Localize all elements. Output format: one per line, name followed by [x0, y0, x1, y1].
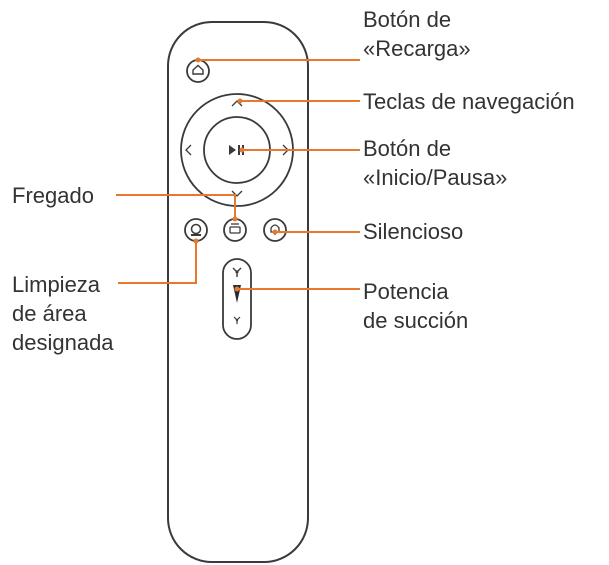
chevron-down-icon [231, 190, 243, 197]
leader-lines [116, 59, 360, 290]
label-line: Teclas de navegación [363, 89, 575, 114]
label-line: Potencia [363, 279, 449, 304]
label-line: Botón de [363, 7, 452, 32]
mopping-button[interactable] [223, 218, 247, 242]
label-mute: Silencioso [363, 217, 463, 246]
label-line: Limpieza [12, 272, 101, 297]
label-suction-power: Potencia de succión [363, 277, 609, 335]
mop-icon [229, 223, 241, 234]
label-line: «Recarga» [363, 36, 471, 61]
suction-power-slider[interactable] [222, 258, 252, 340]
fan-high-icon [232, 267, 242, 277]
label-line: Fregado [12, 183, 94, 208]
label-line: de área [12, 301, 87, 326]
label-start-pause-button: Botón de «Inicio/Pausa» [363, 134, 609, 192]
label-mopping: Fregado [12, 181, 94, 210]
home-icon [192, 64, 204, 75]
leader-mopping [116, 194, 236, 219]
leader-dots [193, 57, 278, 292]
chevron-up-icon [231, 100, 243, 107]
fan-low-icon [233, 316, 241, 324]
chevron-left-icon [185, 144, 192, 156]
label-line: de succión [363, 308, 469, 333]
spot-clean-icon [190, 223, 202, 236]
label-line: Botón de [363, 136, 452, 161]
recharge-button[interactable] [186, 59, 210, 83]
label-line: Silencioso [363, 219, 464, 244]
label-navigation-keys: Teclas de navegación [363, 87, 575, 116]
label-recharge-button: Botón de «Recarga» [363, 5, 609, 63]
spot-clean-button[interactable] [184, 218, 208, 242]
label-line: designada [12, 330, 114, 355]
label-spot-clean: Limpieza de área designada [12, 270, 114, 357]
label-line: «Inicio/Pausa» [363, 165, 508, 190]
leader-spot-clean [118, 241, 197, 284]
